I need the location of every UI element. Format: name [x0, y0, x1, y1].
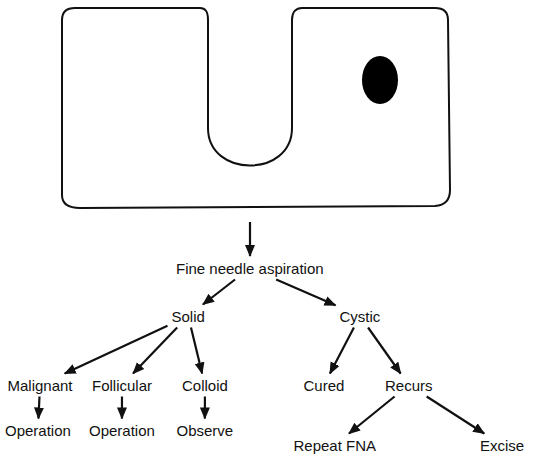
thyroid-nodule [362, 56, 398, 104]
flow-arrow [38, 397, 39, 419]
flow-arrow [204, 397, 206, 419]
node-text: Repeat FNA [294, 437, 377, 454]
node-text: Fine needle aspiration [176, 260, 324, 277]
node-text: Operation [89, 422, 155, 439]
flow-node: Cured [300, 374, 349, 397]
flow-arrow [133, 328, 177, 374]
flow-node: Follicular [88, 374, 156, 397]
flow-node: Malignant [4, 374, 77, 397]
connector-layer [38, 280, 484, 434]
flow-node: Solid [168, 305, 209, 328]
node-text: Cured [304, 377, 345, 394]
flow-node: Excise [476, 434, 528, 457]
flow-arrow [121, 397, 123, 419]
flow-node: Fine needle aspiration [172, 257, 328, 280]
flow-arrow [427, 397, 485, 434]
flow-arrow [330, 328, 354, 374]
flow-arrow [191, 328, 202, 374]
node-text: Recurs [385, 377, 433, 394]
flow-node: Observe [173, 419, 238, 442]
node-text: Operation [5, 422, 71, 439]
thyroid-outline [62, 8, 450, 208]
node-text: Solid [172, 308, 205, 325]
flow-arrow [65, 326, 168, 374]
flow-node: Operation [1, 419, 75, 442]
flow-node: Colloid [178, 374, 232, 397]
flow-node: Cystic [336, 305, 385, 328]
node-text: Excise [480, 437, 524, 454]
flow-arrow [349, 397, 395, 434]
flow-arrow [276, 280, 335, 306]
flow-arrow [203, 280, 235, 305]
flow-node: Operation [85, 419, 159, 442]
node-text: Observe [177, 422, 234, 439]
node-text: Malignant [8, 377, 73, 394]
flow-arrow [249, 222, 251, 256]
flow-arrow [368, 328, 401, 374]
flow-node: Recurs [381, 374, 437, 397]
node-text: Follicular [92, 377, 152, 394]
node-text: Colloid [182, 377, 228, 394]
node-text: Cystic [340, 308, 381, 325]
flow-node: Repeat FNA [290, 434, 381, 457]
